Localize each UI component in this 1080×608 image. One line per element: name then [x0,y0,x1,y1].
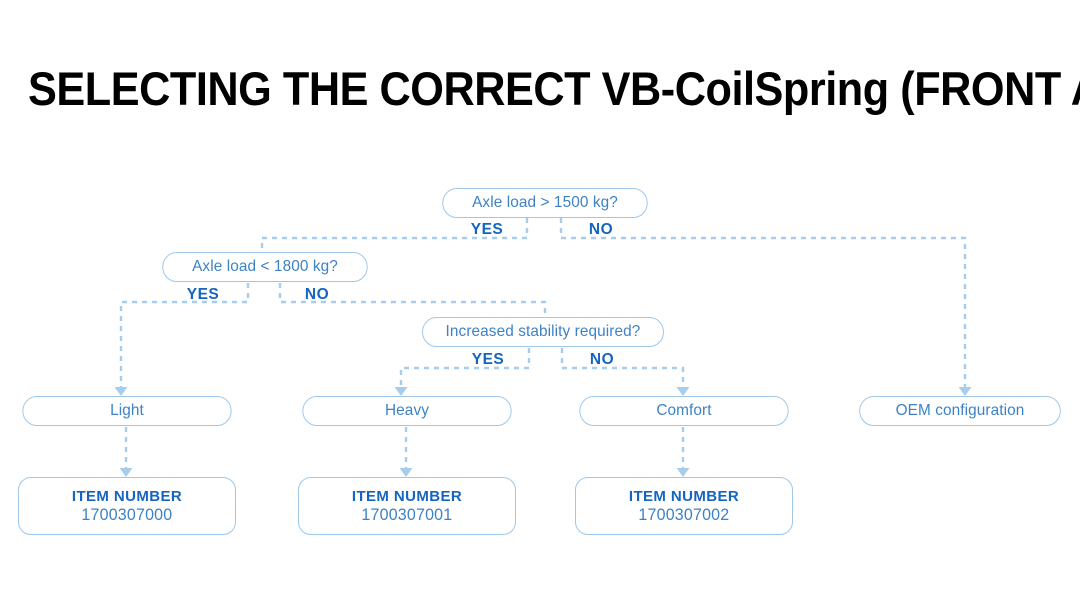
arrowhead-e-d1-no [958,387,972,396]
branch-label-d2-no: NO [304,286,330,303]
node-d1-decision: Axle load > 1500 kg? [442,188,648,218]
connector-e-d2-yes [119,283,250,388]
item-number-label: ITEM NUMBER [628,487,740,505]
item-number-value: 1700307001 [361,505,453,524]
node-o1-outcome: Light [22,396,232,426]
node-label: Axle load > 1500 kg? [472,194,618,211]
arrowhead-e-d3-yes [394,387,408,396]
node-label: Heavy [384,402,430,419]
node-o3-outcome: Comfort [579,396,789,426]
connector-e-d3-no [560,348,685,388]
branch-label-d3-no: NO [589,351,615,368]
item-number-value: 1700307002 [638,505,730,524]
page-title: SELECTING THE CORRECT VB-CoilSpring (FRO… [28,62,1080,115]
branch-label-d1-yes: YES [470,221,504,238]
arrowhead-e-o2-c2 [399,468,413,477]
node-label: Light [110,402,144,419]
node-d3-decision: Increased stability required? [422,317,664,347]
node-o2-outcome: Heavy [302,396,512,426]
connector-e-d3-yes [399,348,531,388]
node-label: Axle load < 1800 kg? [192,258,338,275]
node-o4-outcome: OEM configuration [859,396,1061,426]
item-number-value: 1700307000 [81,505,173,524]
arrowhead-e-o1-c1 [119,468,133,477]
item-number-label: ITEM NUMBER [71,487,183,505]
branch-label-d2-yes: YES [186,286,220,303]
node-label: Increased stability required? [445,323,641,340]
arrowhead-e-d3-no [676,387,690,396]
arrowhead-e-d2-yes [114,387,128,396]
node-label: Comfort [656,402,712,419]
node-d2-decision: Axle load < 1800 kg? [162,252,368,282]
branch-label-d3-yes: YES [471,351,505,368]
item-number-label: ITEM NUMBER [351,487,463,505]
node-label: OEM configuration [895,402,1025,419]
arrowhead-e-o3-c3 [676,468,690,477]
branch-label-d1-no: NO [588,221,614,238]
connector-e-d1-no [559,218,967,388]
